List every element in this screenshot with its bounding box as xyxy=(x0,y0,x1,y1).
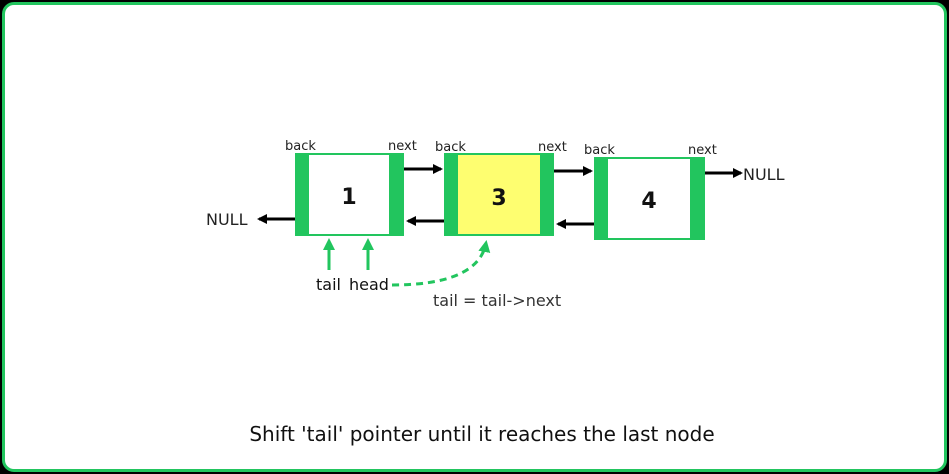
node-1-value: 1 xyxy=(341,185,356,210)
head-label: head xyxy=(349,275,389,294)
tail-move-arrow xyxy=(391,240,491,287)
node-2-next-label: next xyxy=(538,140,567,155)
node-3-body xyxy=(608,159,690,238)
node-2-back-label: back xyxy=(435,140,466,155)
node-1-back-label: back xyxy=(285,139,316,154)
node-3-next-label: next xyxy=(688,143,717,158)
node-1-next-label: next xyxy=(388,139,417,154)
node-1: 1 back next xyxy=(285,139,417,236)
node-3-back-label: back xyxy=(584,143,615,158)
caption: Shift 'tail' pointer until it reaches th… xyxy=(249,422,714,446)
node-2-body xyxy=(458,155,540,234)
code-statement: tail = tail->next xyxy=(433,291,561,310)
node-2: 3 back next xyxy=(435,140,567,236)
null-left-label: NULL xyxy=(206,210,248,229)
node-3-value: 4 xyxy=(641,189,656,214)
node-2-value: 3 xyxy=(491,186,506,211)
node-1-body xyxy=(309,155,389,234)
node-3: 4 back next xyxy=(584,143,717,240)
tail-label: tail xyxy=(316,275,341,294)
null-right-label: NULL xyxy=(743,165,785,184)
